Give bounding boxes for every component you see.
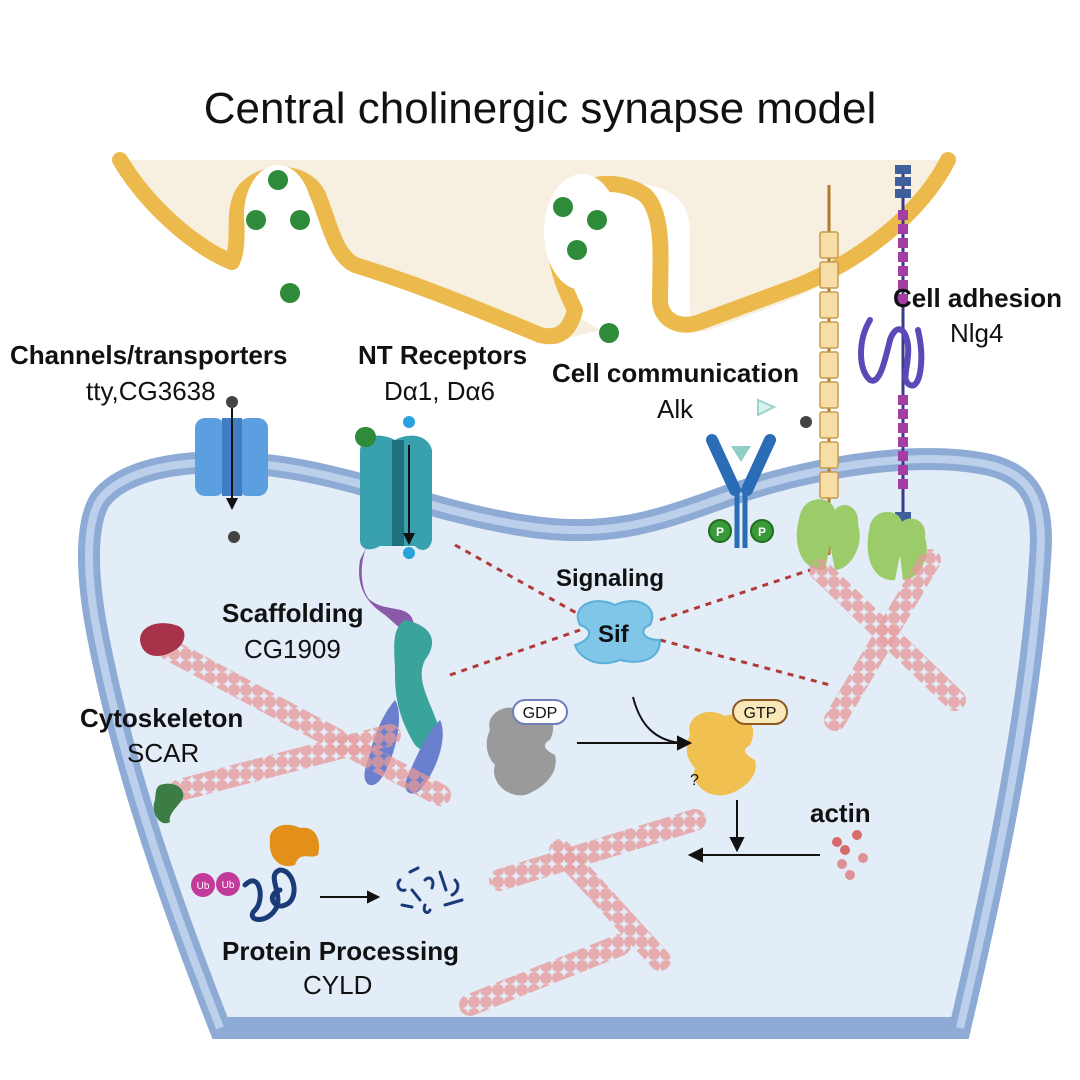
unknown-mark: ? [690,772,699,789]
actin-monomer [837,859,847,869]
actin-filament [459,934,631,1016]
neurotransmitter-dot [553,197,573,217]
actin-filament [159,639,451,806]
scaffolding-category-label: Scaffolding [222,598,364,628]
cytoskeleton-cap-protein-red-icon [140,623,185,656]
gtp-bound-protein-icon [686,711,756,796]
neurotransmitter-dot [599,323,619,343]
ubiquitin-badge-2: Ub [216,872,240,896]
neurotransmitter-dot [567,240,587,260]
nt-receptors-genes-label: Dα1, Dα6 [384,376,495,406]
ubiquitinated-protein-icon [242,867,297,922]
actin-monomer [858,853,868,863]
svg-text:GDP: GDP [523,705,558,722]
actin-monomer [840,845,850,855]
signaling-link [659,568,811,622]
svg-text:P: P [716,525,724,539]
anchor-protein-left-icon [796,499,860,571]
actin-filament [549,839,671,971]
cell-adhesion-genes-label: Nlg4 [950,318,1004,348]
adhesion-molecule-left-icon [819,185,839,555]
phospho-badge-right: P [750,519,774,543]
svg-text:Ub: Ub [222,880,235,891]
channels-genes-label: tty,CG3638 [86,376,216,406]
neurotransmitter-dot [290,210,310,230]
cell-communication-genes-label: Alk [657,394,694,424]
gdp-bound-protein-icon [486,707,556,796]
cell-communication-category-label: Cell communication [552,358,800,388]
arrows [320,696,820,904]
gtp-badge: GTP [732,699,788,725]
actin-monomer [845,870,855,880]
anchor-protein-right-icon [867,511,927,581]
actin-monomer [852,830,862,840]
actin-monomers [832,830,868,880]
sif-protein-icon [573,600,662,665]
actin-monomer [832,837,842,847]
actin-label: actin [810,798,871,828]
neurotransmitter-dot [280,283,300,303]
signaling-link [659,638,831,687]
nt-receptor-icon [356,416,432,559]
actin-filaments [159,549,966,1016]
diagram-title: Central cholinergic synapse model [203,84,877,133]
cell-adhesion-category-label: Cell adhesion [893,283,1063,313]
neurotransmitter-dot [246,210,266,230]
cyld-enzyme-icon [269,824,320,867]
scar-protein-icon [153,783,184,824]
channel-transporter-icon [195,396,268,543]
protein-processing-category-label: Protein Processing [222,936,459,966]
scaffolding-genes-label: CG1909 [244,634,341,664]
svg-text:GTP: GTP [744,705,777,722]
svg-text:Ub: Ub [197,881,210,892]
channels-category-label: Channels/transporters [10,340,288,370]
neurotransmitter-dot [587,210,607,230]
alk-receptor-icon [706,398,812,548]
sif-activation-arrow [632,696,681,744]
phospho-badge-left: P [708,519,732,543]
signaling-genes-label: Sif [598,621,629,648]
actin-filament [169,724,401,801]
cytoskeleton-genes-label: SCAR [127,738,200,768]
gdp-badge: GDP [512,699,568,725]
nt-receptors-category-label: NT Receptors [358,340,528,370]
actin-filament [824,549,941,731]
neurotransmitter-dot [268,170,288,190]
actin-filament [489,809,706,891]
signaling-links [449,543,831,687]
protein-processing-genes-label: CYLD [303,970,373,1000]
cytoskeleton-category-label: Cytoskeleton [80,703,244,733]
degraded-protein-fragments-icon [396,866,464,914]
presynaptic-terminal [112,152,956,345]
svg-text:P: P [758,525,766,539]
signaling-category-label: Signaling [556,565,664,592]
ubiquitin-badge-1: Ub [191,873,215,897]
